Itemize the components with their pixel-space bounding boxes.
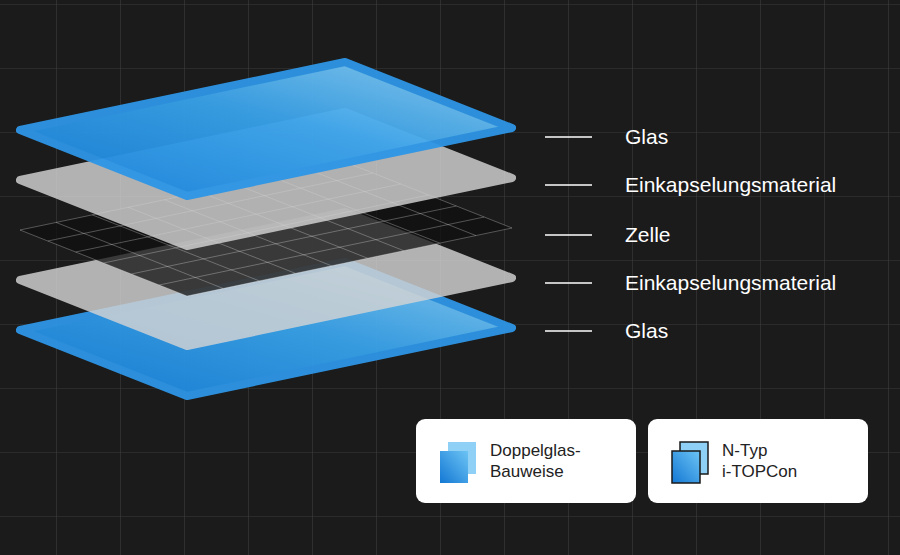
layer-icon: [438, 441, 480, 485]
badge-text: Doppelglas- Bauweise: [490, 440, 610, 483]
glass-layer-top: [20, 62, 512, 196]
layer-icon: [670, 441, 712, 485]
layer-label: Glas: [625, 125, 668, 149]
feature-badge: Doppelglas- Bauweise: [416, 419, 636, 503]
layer-label: Einkapselungsmaterial: [625, 271, 836, 295]
layer-label: Zelle: [625, 223, 671, 247]
badge-text: N-Typ i-TOPCon: [722, 440, 842, 483]
leader-lines: [545, 137, 592, 331]
feature-badge: N-Typ i-TOPCon: [648, 419, 868, 503]
layer-label: Einkapselungsmaterial: [625, 173, 836, 197]
layer-label: Glas: [625, 319, 668, 343]
